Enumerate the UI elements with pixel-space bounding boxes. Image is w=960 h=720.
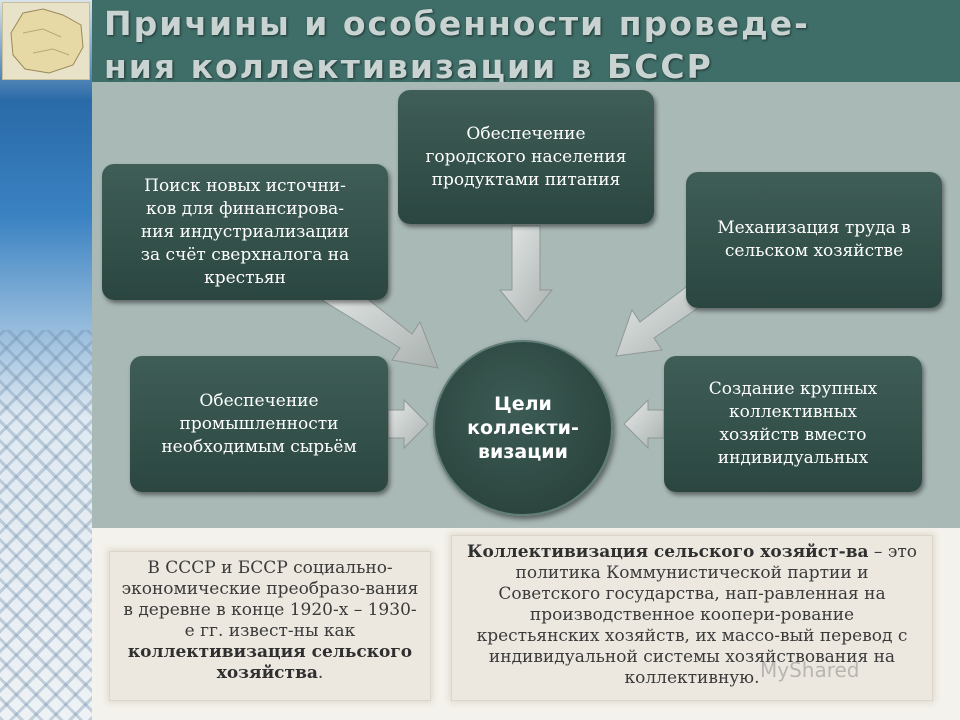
note-right-term: Коллективизация сельского хозяйст-ва (466, 542, 869, 562)
belarus-map-thumbnail (2, 2, 90, 80)
header-bar (92, 0, 960, 82)
arrow-mid-left (387, 398, 429, 450)
note-left-text: В СССР и БССР социально-экономические пр… (121, 558, 419, 641)
title-line-2: ния коллективизации в БССР (104, 47, 713, 86)
goal-box-raw-materials: Обеспечение промышленности необходимым с… (130, 356, 388, 492)
note-right-definition: Коллективизация сельского хозяйст-ва – э… (452, 536, 932, 700)
goal-box-food-supply: Обеспечение городского населения продукт… (398, 90, 654, 224)
goal-box-financing: Поиск новых источни- ков для финансирова… (102, 164, 388, 300)
goal-box-large-farms: Создание крупных коллективных хозяйств в… (664, 356, 922, 492)
arrow-mid-right (623, 398, 665, 450)
title-line-1: Причины и особенности проведе- (104, 4, 810, 43)
watermark-text: MyShared (760, 658, 860, 682)
note-left: В СССР и БССР социально-экономические пр… (110, 552, 430, 700)
arrow-top-right (615, 283, 711, 357)
center-circle-goals: Цели коллекти- визации (433, 340, 613, 516)
ornament-pattern (0, 330, 92, 720)
arrow-top (498, 225, 554, 323)
note-left-term: коллективизация сельского хозяйства (127, 642, 413, 683)
goal-box-mechanization: Механизация труда в сельском хозяйстве (686, 172, 942, 308)
left-decorative-strip (0, 0, 92, 720)
slide-title: Причины и особенности проведе- ния колле… (104, 2, 944, 88)
note-right-text: – это политика Коммунистической партии и… (476, 542, 917, 688)
note-left-end: . (317, 663, 324, 683)
